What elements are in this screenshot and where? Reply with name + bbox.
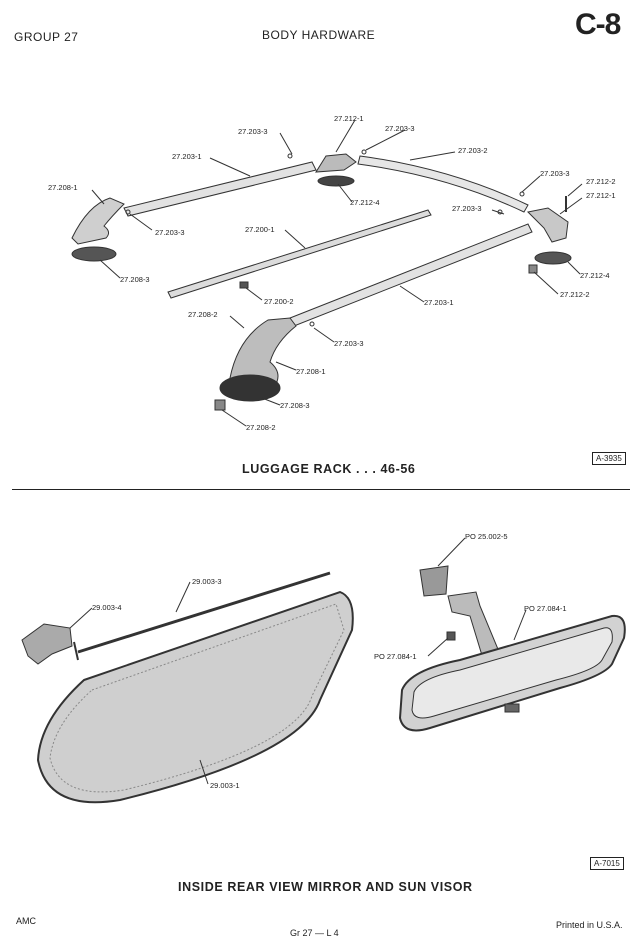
mirror-visor-caption: INSIDE REAR VIEW MIRROR AND SUN VISOR: [178, 880, 473, 894]
figure-id-a3935: A-3935: [592, 452, 626, 465]
callout-27-203-1: 27.203-1: [172, 152, 202, 161]
callout-27-208-1: 27.208-1: [48, 183, 78, 192]
callout-27-212-2: 27.212-2: [560, 290, 590, 299]
visor-bracket-29-003-4: [21, 623, 73, 665]
mirror-pad-po-25-002-5: [419, 565, 449, 597]
callout-po-25-002-5: PO 25.002-5: [465, 532, 508, 541]
pad-27-208-3-left: [71, 246, 117, 262]
callout-27-203-3: 27.203-3: [155, 228, 185, 237]
callout-27-200-2: 27.200-2: [264, 297, 294, 306]
pad-27-212-4-center: [317, 175, 355, 187]
callout-27-203-3: 27.203-3: [334, 339, 364, 348]
page-title: BODY HARDWARE: [262, 28, 376, 42]
bracket-27-212-1-right: [526, 207, 569, 243]
slat-27-200-1: [167, 209, 432, 299]
callout-27-208-2: 27.208-2: [246, 423, 276, 432]
pad-27-208-3-front: [219, 374, 281, 402]
visor-rod-29-003-3: [77, 571, 331, 654]
callout-27-200-1: 27.200-1: [245, 225, 275, 234]
bracket-27-212-1-center: [315, 153, 357, 173]
footer-right: Printed in U.S.A.: [556, 920, 623, 930]
callout-27-203-2: 27.203-2: [458, 146, 488, 155]
sun-visor-29-003-1: [36, 590, 354, 804]
mirror-screw-po-27-084-1: [446, 631, 456, 641]
callout-27-212-1: 27.212-1: [334, 114, 364, 123]
clip-27-200-2: [239, 281, 249, 289]
callout-29-003-3: 29.003-3: [192, 577, 222, 586]
page-code: C-8: [575, 8, 621, 41]
callout-27-212-4: 27.212-4: [580, 271, 610, 280]
callout-27-203-3: 27.203-3: [238, 127, 268, 136]
callout-27-212-2: 27.212-2: [586, 177, 616, 186]
footer-center: Gr 27 — L 4: [290, 928, 339, 938]
callout-29-003-1: 29.003-1: [210, 781, 240, 790]
callout-27-208-1: 27.208-1: [296, 367, 326, 376]
section-divider: [12, 489, 630, 490]
callout-27-203-3: 27.203-3: [452, 204, 482, 213]
figure-id-a7015: A-7015: [590, 857, 624, 870]
rail-27-203-2: [357, 155, 529, 213]
callout-27-203-3: 27.203-3: [540, 169, 570, 178]
callout-27-208-2: 27.208-2: [188, 310, 218, 319]
screw-27-212-2: [528, 264, 538, 274]
screw-27-208-2: [214, 399, 226, 411]
callout-po-27-084-1: PO 27.084-1: [524, 604, 567, 613]
pad-27-212-4-right: [534, 251, 572, 265]
callout-27-212-1: 27.212-1: [586, 191, 616, 200]
callout-27-203-1: 27.203-1: [424, 298, 454, 307]
bracket-27-208-1-left: [71, 197, 125, 245]
callout-27-208-3: 27.208-3: [280, 401, 310, 410]
callout-27-208-3: 27.208-3: [120, 275, 150, 284]
callout-27-212-4: 27.212-4: [350, 198, 380, 207]
bracket-27-208-1-front: [229, 317, 297, 393]
footer-left: AMC: [16, 916, 36, 926]
callout-27-203-3: 27.203-3: [385, 124, 415, 133]
group-label: GROUP 27: [14, 30, 79, 44]
luggage-rack-caption: LUGGAGE RACK . . . 46-56: [242, 462, 416, 476]
callout-29-003-4: 29.003-4: [92, 603, 122, 612]
callout-po-27-084-1: PO 27.084-1: [374, 652, 417, 661]
